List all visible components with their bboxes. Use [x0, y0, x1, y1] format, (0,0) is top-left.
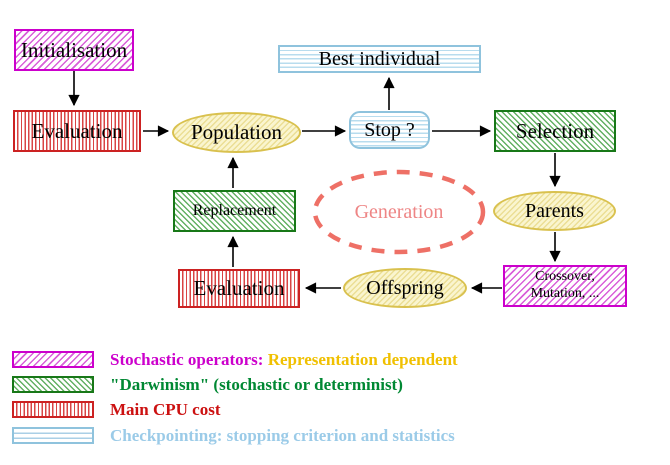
legend-swatch-darwinism [12, 376, 94, 393]
legend-label-darwinism: "Darwinism" (stochastic or determinist) [110, 375, 403, 394]
crossover-label-line2: Mutation, ... [530, 286, 600, 301]
node-evaluation-top: Evaluation [13, 110, 141, 152]
legend-swatch-stochastic-operators [12, 351, 94, 368]
node-crossover-mutation: Crossover, Mutation, ... [503, 265, 627, 307]
legend-swatch-cpu-cost [12, 401, 94, 418]
legend-label-primary: Stochastic operators: [110, 350, 268, 369]
node-evaluation-bottom: Evaluation [178, 269, 300, 308]
node-offspring: Offspring [343, 268, 467, 308]
legend-swatch-checkpointing [12, 427, 94, 444]
generation-cycle-label: Generation [354, 200, 444, 223]
crossover-label-line1: Crossover, [535, 269, 595, 285]
legend-label-secondary: Representation dependent [267, 350, 458, 369]
generation-cycle-dashed-ellipse [312, 169, 486, 255]
legend-label-cpu-cost: Main CPU cost [110, 400, 221, 419]
node-selection: Selection [494, 110, 616, 152]
node-best-individual: Best individual [278, 45, 481, 73]
node-replacement: Replacement [173, 190, 296, 232]
legend-label-checkpointing: Checkpointing: stopping criterion and st… [110, 426, 455, 445]
legend-label-stochastic-operators: Stochastic operators: Representation dep… [110, 351, 458, 369]
node-parents: Parents [493, 191, 616, 231]
node-initialisation: Initialisation [14, 29, 134, 71]
node-stop-condition: Stop ? [349, 111, 430, 149]
node-population: Population [172, 112, 301, 153]
